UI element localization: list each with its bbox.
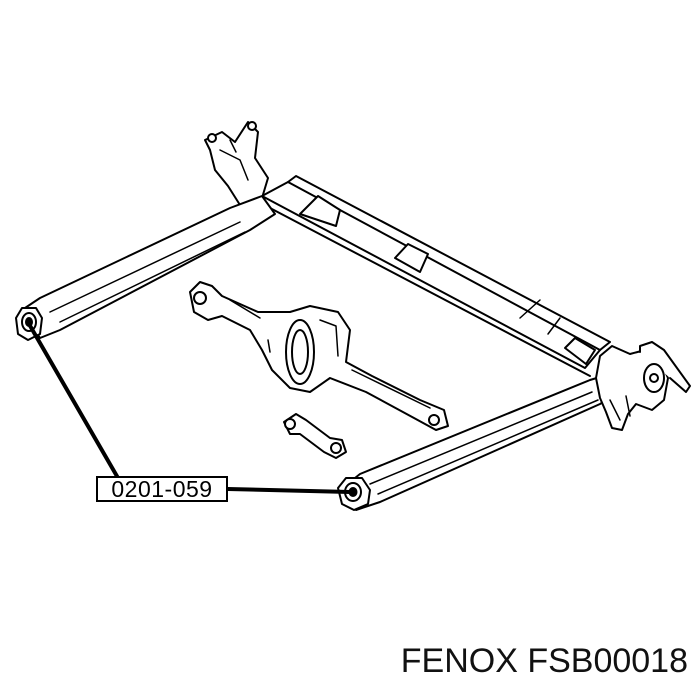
cross-beam bbox=[261, 175, 611, 377]
right-knuckle-hub bbox=[595, 341, 691, 431]
part-number-label: 0201-059 bbox=[96, 476, 228, 502]
left-trailing-arm bbox=[21, 195, 276, 339]
link-rod bbox=[283, 413, 347, 459]
right-bushing bbox=[337, 477, 371, 511]
left-knuckle-bracket bbox=[204, 121, 269, 206]
brand-caption: FENOX FSB00018 bbox=[401, 642, 688, 681]
brand-name: FENOX bbox=[400, 642, 518, 680]
leader-lines bbox=[27, 322, 352, 494]
article-number: FSB00018 bbox=[527, 642, 688, 680]
differential-carrier bbox=[189, 281, 449, 431]
